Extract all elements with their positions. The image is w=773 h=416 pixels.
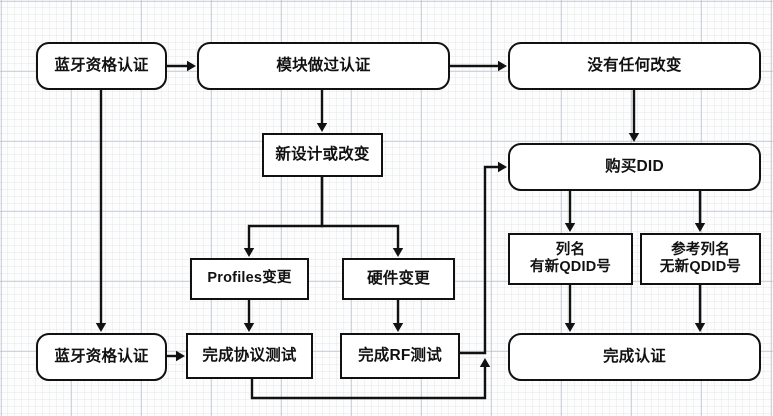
arrowhead-listed_new_qdid-to-cert_done (564, 323, 576, 332)
arrowhead-buy_did-to-listed_new_qdid (564, 223, 576, 232)
node-new-design-or-change[interactable]: 新设计或改变 (262, 133, 383, 177)
node-listed-new-qdid[interactable]: 列名 有新QDID号 (508, 233, 633, 285)
arrowhead-profiles_change-to-proto_test (243, 323, 255, 332)
arrowhead-new_design-to-hardware_change (392, 248, 404, 257)
node-protocol-test-complete[interactable]: 完成协议测试 (186, 333, 313, 379)
node-label: 列名 有新QDID号 (529, 241, 612, 275)
node-reference-listing-no-new-qdid[interactable]: 参考列名 无新QDID号 (640, 233, 761, 285)
edge-new_design-to-hardware_change (320, 177, 400, 252)
node-label: 参考列名 无新QDID号 (659, 241, 742, 275)
node-label: Profiles变更 (207, 270, 292, 287)
node-module-certified[interactable]: 模块做过认证 (197, 42, 450, 90)
node-label: 新设计或改变 (275, 145, 370, 163)
node-label: 没有任何改变 (587, 56, 682, 74)
arrowhead-rf_test-to-buy_did (498, 161, 507, 173)
arrowhead-new_design-to-profiles_change (243, 248, 255, 257)
node-label: 模块做过认证 (276, 56, 371, 74)
arrowhead-proto_test-to-merge_up (479, 358, 491, 367)
node-label: 购买DID (605, 157, 664, 175)
node-certification-complete[interactable]: 完成认证 (508, 333, 761, 381)
node-label: 硬件变更 (367, 269, 430, 287)
edge-rf_test-to-buy_did (460, 165, 502, 355)
arrowhead-hardware_change-to-rf_test (392, 323, 404, 332)
arrowhead-buy_did-to-ref_no_new_qdid (694, 223, 706, 232)
node-label: 完成协议测试 (202, 346, 297, 364)
arrowhead-qual_again-to-proto_test (176, 350, 185, 362)
node-label: 完成RF测试 (358, 346, 442, 364)
arrowhead-module_certified-to-no_change (498, 60, 507, 72)
node-label: 完成认证 (603, 347, 666, 365)
node-label: 蓝牙资格认证 (54, 347, 149, 365)
node-no-change[interactable]: 没有任何改变 (508, 42, 761, 90)
node-start-qualification[interactable]: 蓝牙资格认证 (36, 42, 167, 90)
arrowhead-ref_no_new_qdid-to-cert_done (694, 323, 706, 332)
arrowhead-start_qual-to-module_certified (187, 60, 196, 72)
node-label: 蓝牙资格认证 (54, 56, 149, 74)
node-profiles-change[interactable]: Profiles变更 (190, 258, 309, 300)
arrowhead-no_change-to-buy_did (628, 133, 640, 142)
edge-new_design-to-profiles_change (247, 177, 324, 252)
node-buy-did[interactable]: 购买DID (508, 143, 761, 191)
node-hardware-change[interactable]: 硬件变更 (342, 258, 455, 300)
arrowhead-module_certified-to-new_design (316, 123, 328, 132)
node-qualification-again[interactable]: 蓝牙资格认证 (36, 333, 167, 381)
node-rf-test-complete[interactable]: 完成RF测试 (340, 333, 460, 379)
arrowhead-start_qual-to-qual_again (95, 323, 107, 332)
